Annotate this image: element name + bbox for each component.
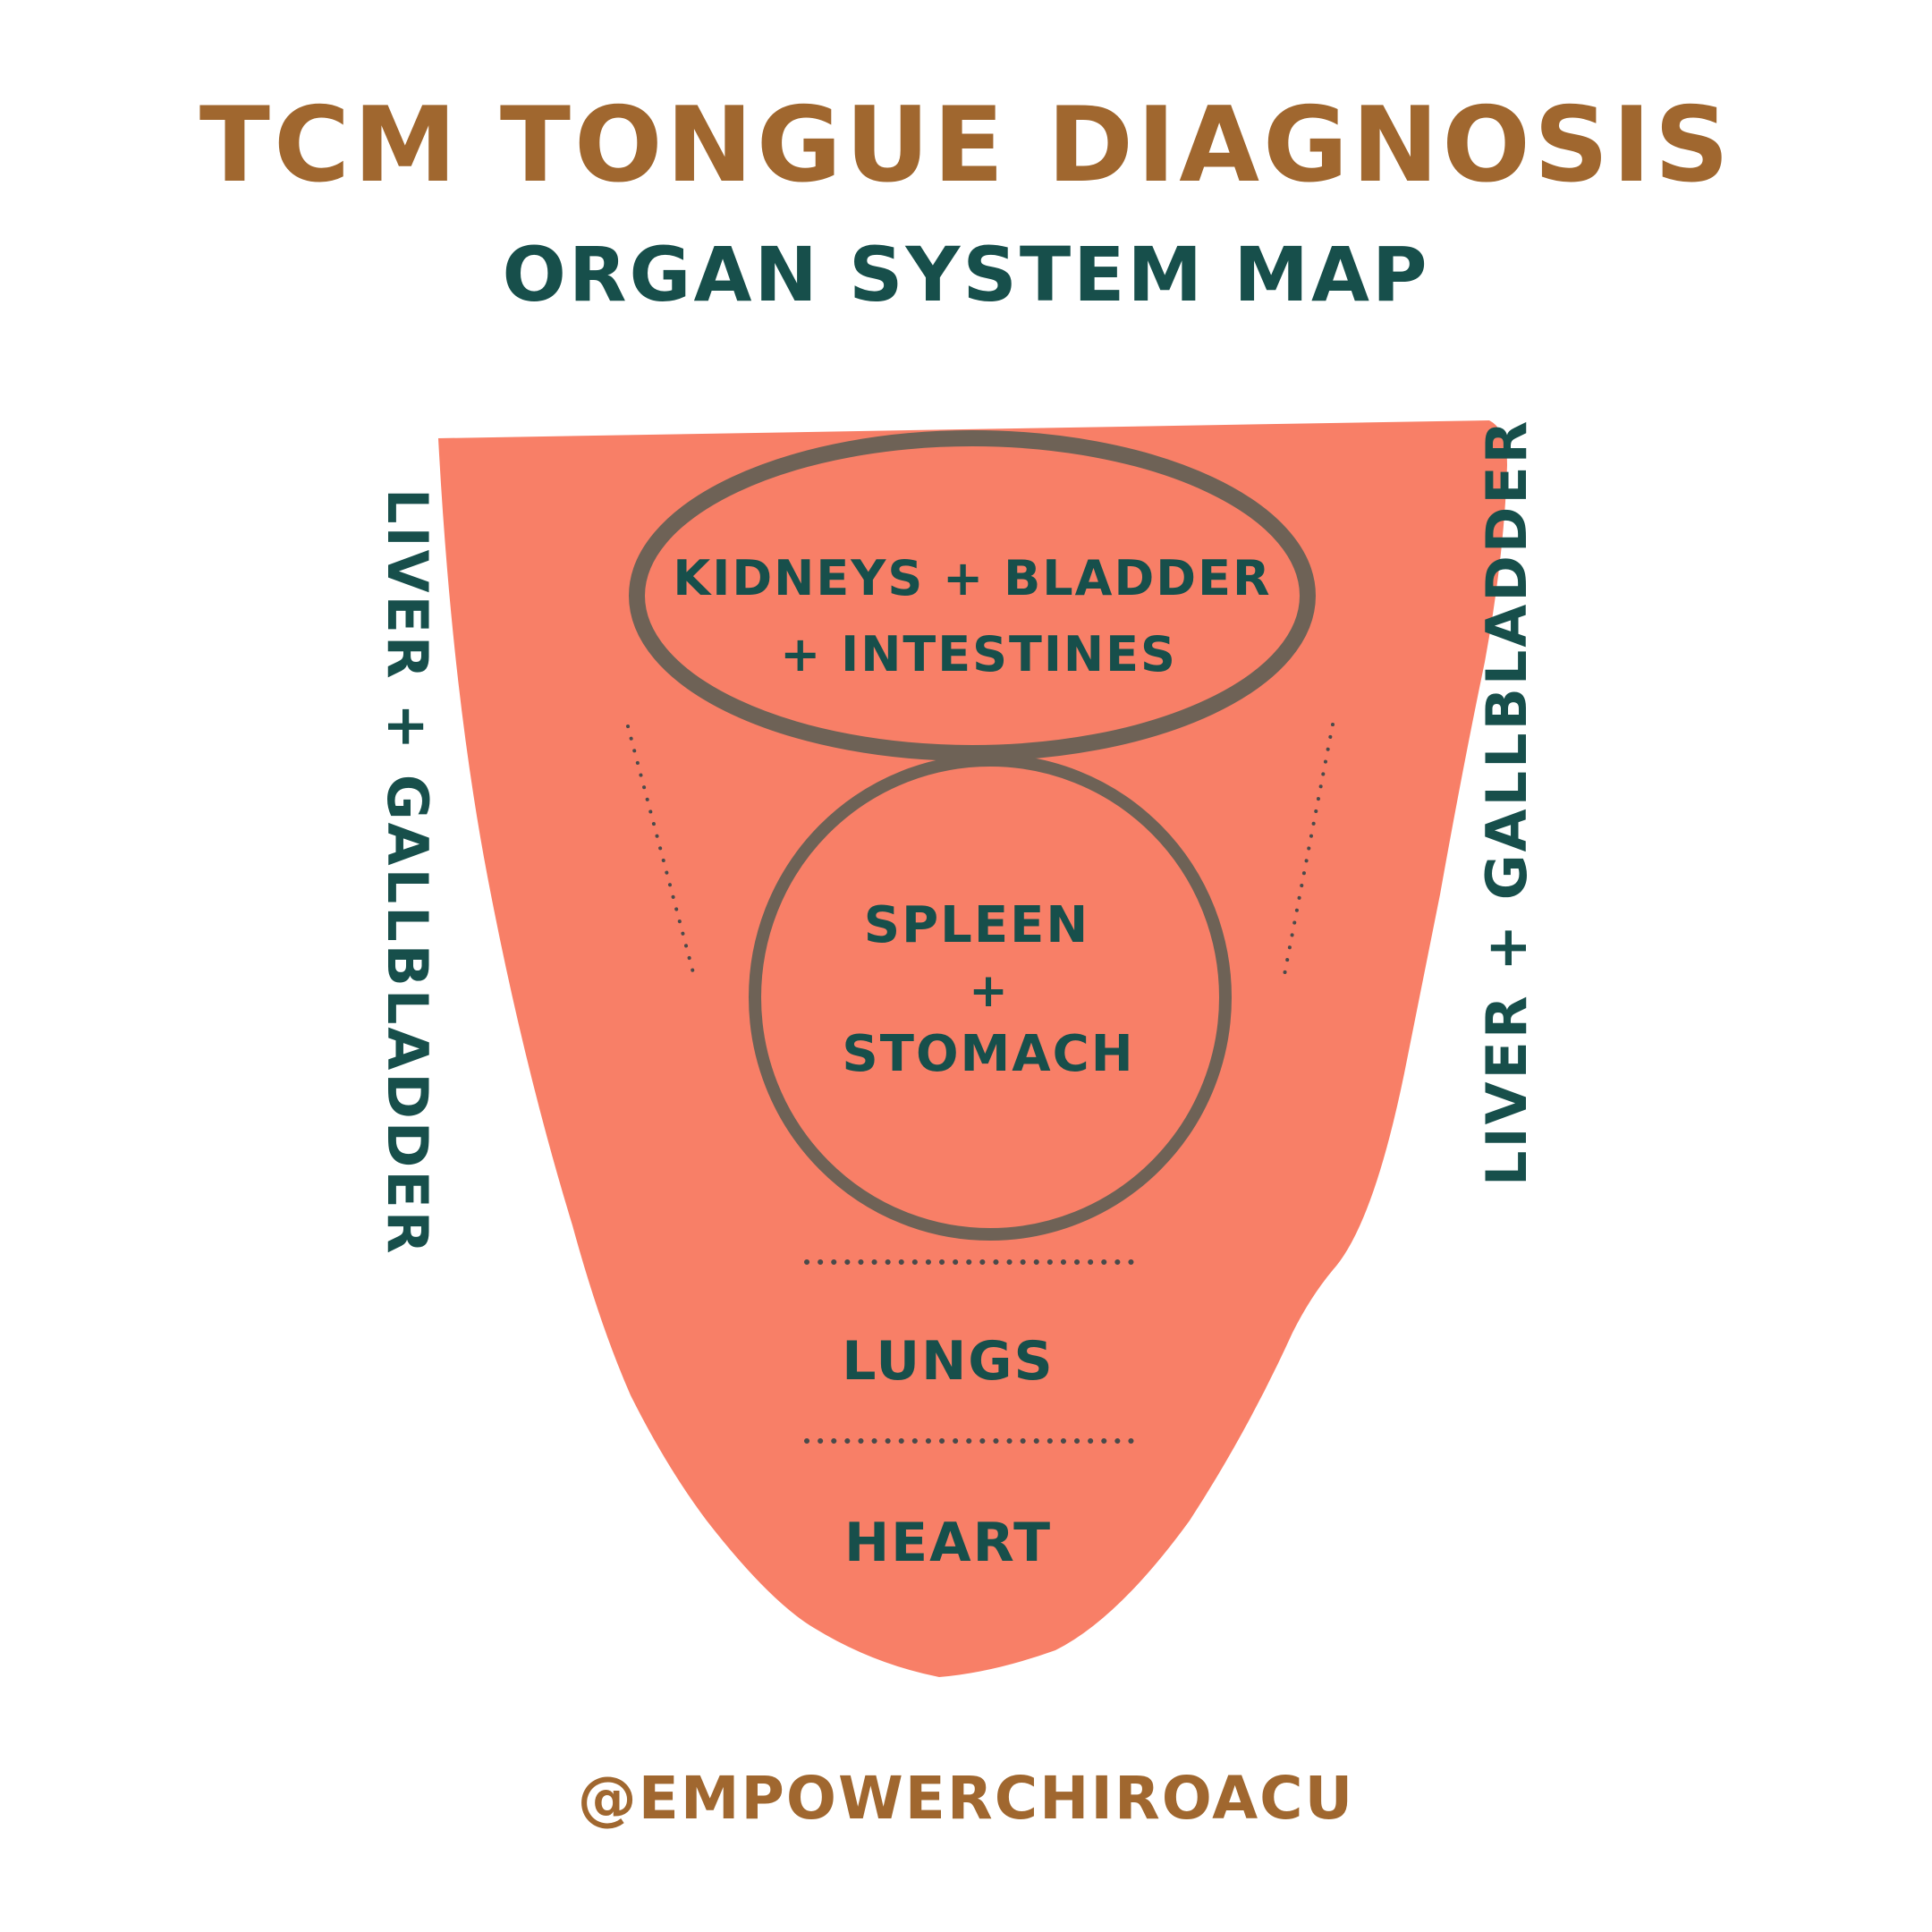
kidneys-label-line1: KIDNEYS + BLADDER (673, 550, 1271, 606)
spleen-label-line1: SPLEEN (864, 896, 1089, 954)
liver-label-right: LIVER + GALLBLADDER (1474, 418, 1539, 1186)
page-title: TCM TONGUE DIAGNOSIS (199, 85, 1733, 206)
kidneys-zone-outline (629, 430, 1316, 761)
kidneys-label-line2: + INTESTINES (780, 626, 1177, 682)
lungs-label: LUNGS (842, 1330, 1055, 1393)
page-subtitle: ORGAN SYSTEM MAP (502, 231, 1430, 318)
heart-label: HEART (844, 1512, 1052, 1574)
spleen-label-line3: STOMACH (842, 1025, 1134, 1083)
social-handle: @EMPOWERCHIROACU (577, 1764, 1355, 1833)
liver-label-left: LIVER + GALLBLADDER (375, 488, 440, 1257)
tongue-shape (438, 420, 1507, 1677)
spleen-label-line2: + (969, 964, 1008, 1018)
spleen-zone-outline (749, 754, 1232, 1241)
